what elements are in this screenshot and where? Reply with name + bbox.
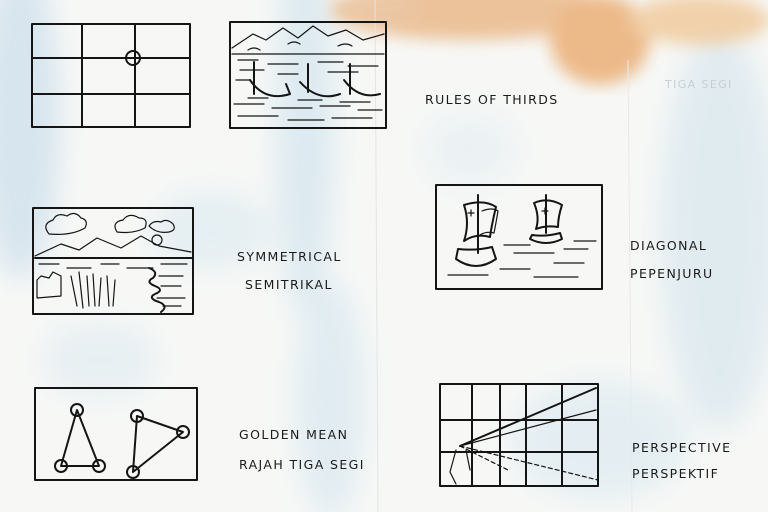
boats-landscape-sketch <box>228 20 390 132</box>
semitrikal-label: SEMITRIKAL <box>245 277 333 292</box>
rules-of-thirds-label: RULES OF THIRDS <box>425 92 559 107</box>
symmetrical-landscape-sketch <box>31 206 197 318</box>
perspective-grid-sketch <box>438 380 602 490</box>
golden-mean-triangles-sketch <box>33 386 199 484</box>
faded-text: TIGA SEGI <box>665 78 733 91</box>
rule-of-thirds-grid-sketch <box>30 22 194 130</box>
pepenjuru-label: PEPENJURU <box>630 266 714 281</box>
perspective-label: PERSPECTIVE <box>632 440 732 455</box>
symmetrical-label: SYMMETRICAL <box>237 249 342 264</box>
perspektif-label: PERSPEKTIF <box>632 466 720 481</box>
rajah-tiga-segi-label: RAJAH TIGA SEGI <box>239 457 365 472</box>
golden-mean-label: GOLDEN MEAN <box>239 427 349 442</box>
diagonal-label: DIAGONAL <box>630 238 708 253</box>
diagonal-sailing-ships-sketch <box>434 183 606 293</box>
